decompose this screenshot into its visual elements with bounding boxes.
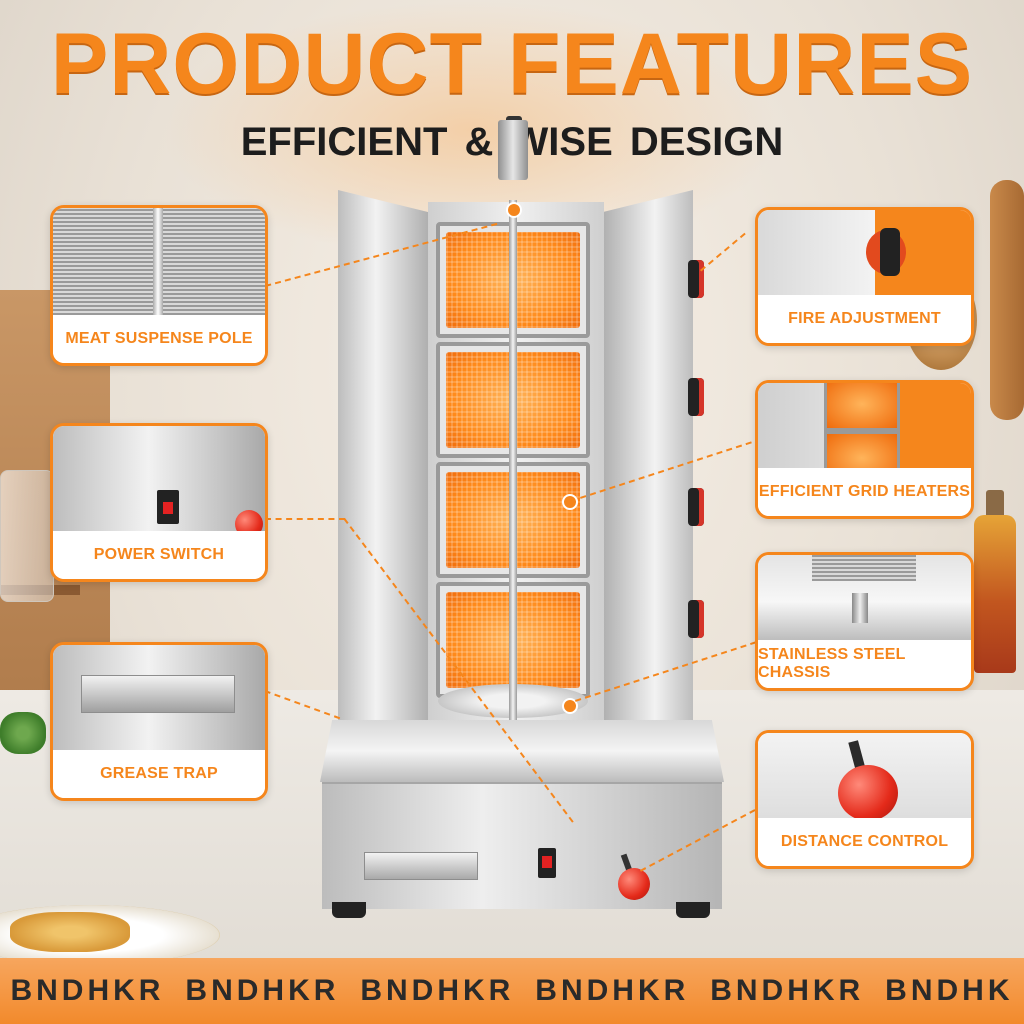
grease-trap-photo (53, 645, 265, 750)
foot (676, 902, 710, 918)
brand-name: BNDHKR (185, 974, 340, 1007)
meat-suspense-pole-photo (53, 208, 265, 318)
fire-knob (688, 378, 704, 416)
callout-fire-adjustment: FIRE ADJUSTMENT (755, 207, 974, 346)
callout-label: FIRE ADJUSTMENT (758, 295, 971, 343)
distance-control-photo (758, 733, 971, 821)
callout-efficient-grid-heaters: EFFICIENT GRID HEATERS (755, 380, 974, 519)
efficient-grid-heaters-photo (758, 383, 971, 485)
fire-knob (688, 600, 704, 638)
callout-distance-control: DISTANCE CONTROL (755, 730, 974, 869)
foot (332, 902, 366, 918)
fire-knob (688, 488, 704, 526)
callout-label: MEAT SUSPENSE POLE (53, 315, 265, 363)
meat-suspense-pole (509, 200, 517, 740)
callout-label: STAINLESS STEEL CHASSIS (758, 640, 971, 688)
brand-name: BNDHK (885, 974, 1014, 1007)
fire-knob (688, 260, 704, 298)
brand-name: BNDHKR (10, 974, 165, 1007)
power-switch (538, 848, 556, 878)
callout-meat-suspense-pole: MEAT SUSPENSE POLE (50, 205, 268, 366)
distance-control-knob (618, 868, 650, 900)
shawarma-machine (320, 116, 730, 930)
oil-bottle-neck (986, 490, 1004, 522)
callout-grease-trap: GREASE TRAP (50, 642, 268, 801)
base-housing (322, 782, 722, 909)
callout-dot (506, 202, 522, 218)
herbs (0, 712, 46, 754)
callout-power-switch: POWER SWITCH (50, 423, 268, 582)
callout-stainless-steel-chassis: STAINLESS STEEL CHASSIS (755, 552, 974, 691)
glass-jar (0, 470, 54, 602)
callout-dot (562, 494, 578, 510)
callout-label: POWER SWITCH (53, 531, 265, 579)
brand-bar: BNDHKR BNDHKR BNDHKR BNDHKR BNDHKR BNDHK (0, 958, 1024, 1024)
page-title: PRODUCT FEATURES (50, 16, 974, 112)
left-side-shield (338, 190, 433, 770)
leader-line (265, 518, 345, 520)
callout-label: DISTANCE CONTROL (758, 818, 971, 866)
power-switch-photo (53, 426, 265, 538)
brand-name: BNDHKR (360, 974, 515, 1007)
brand-name: BNDHKR (710, 974, 865, 1007)
wooden-spoon (990, 180, 1024, 420)
fire-adjustment-photo (758, 210, 971, 295)
food-on-plate (10, 912, 130, 952)
top-rod-holder (498, 120, 528, 180)
stainless-steel-chassis (320, 720, 724, 782)
callout-dot (562, 698, 578, 714)
right-side-shield (598, 190, 693, 770)
brand-name: BNDHKR (535, 974, 690, 1007)
stainless-steel-chassis-photo (758, 555, 971, 640)
callout-label: EFFICIENT GRID HEATERS (758, 468, 971, 516)
oil-bottle (974, 515, 1016, 673)
grease-trap (364, 852, 478, 880)
callout-label: GREASE TRAP (53, 750, 265, 798)
